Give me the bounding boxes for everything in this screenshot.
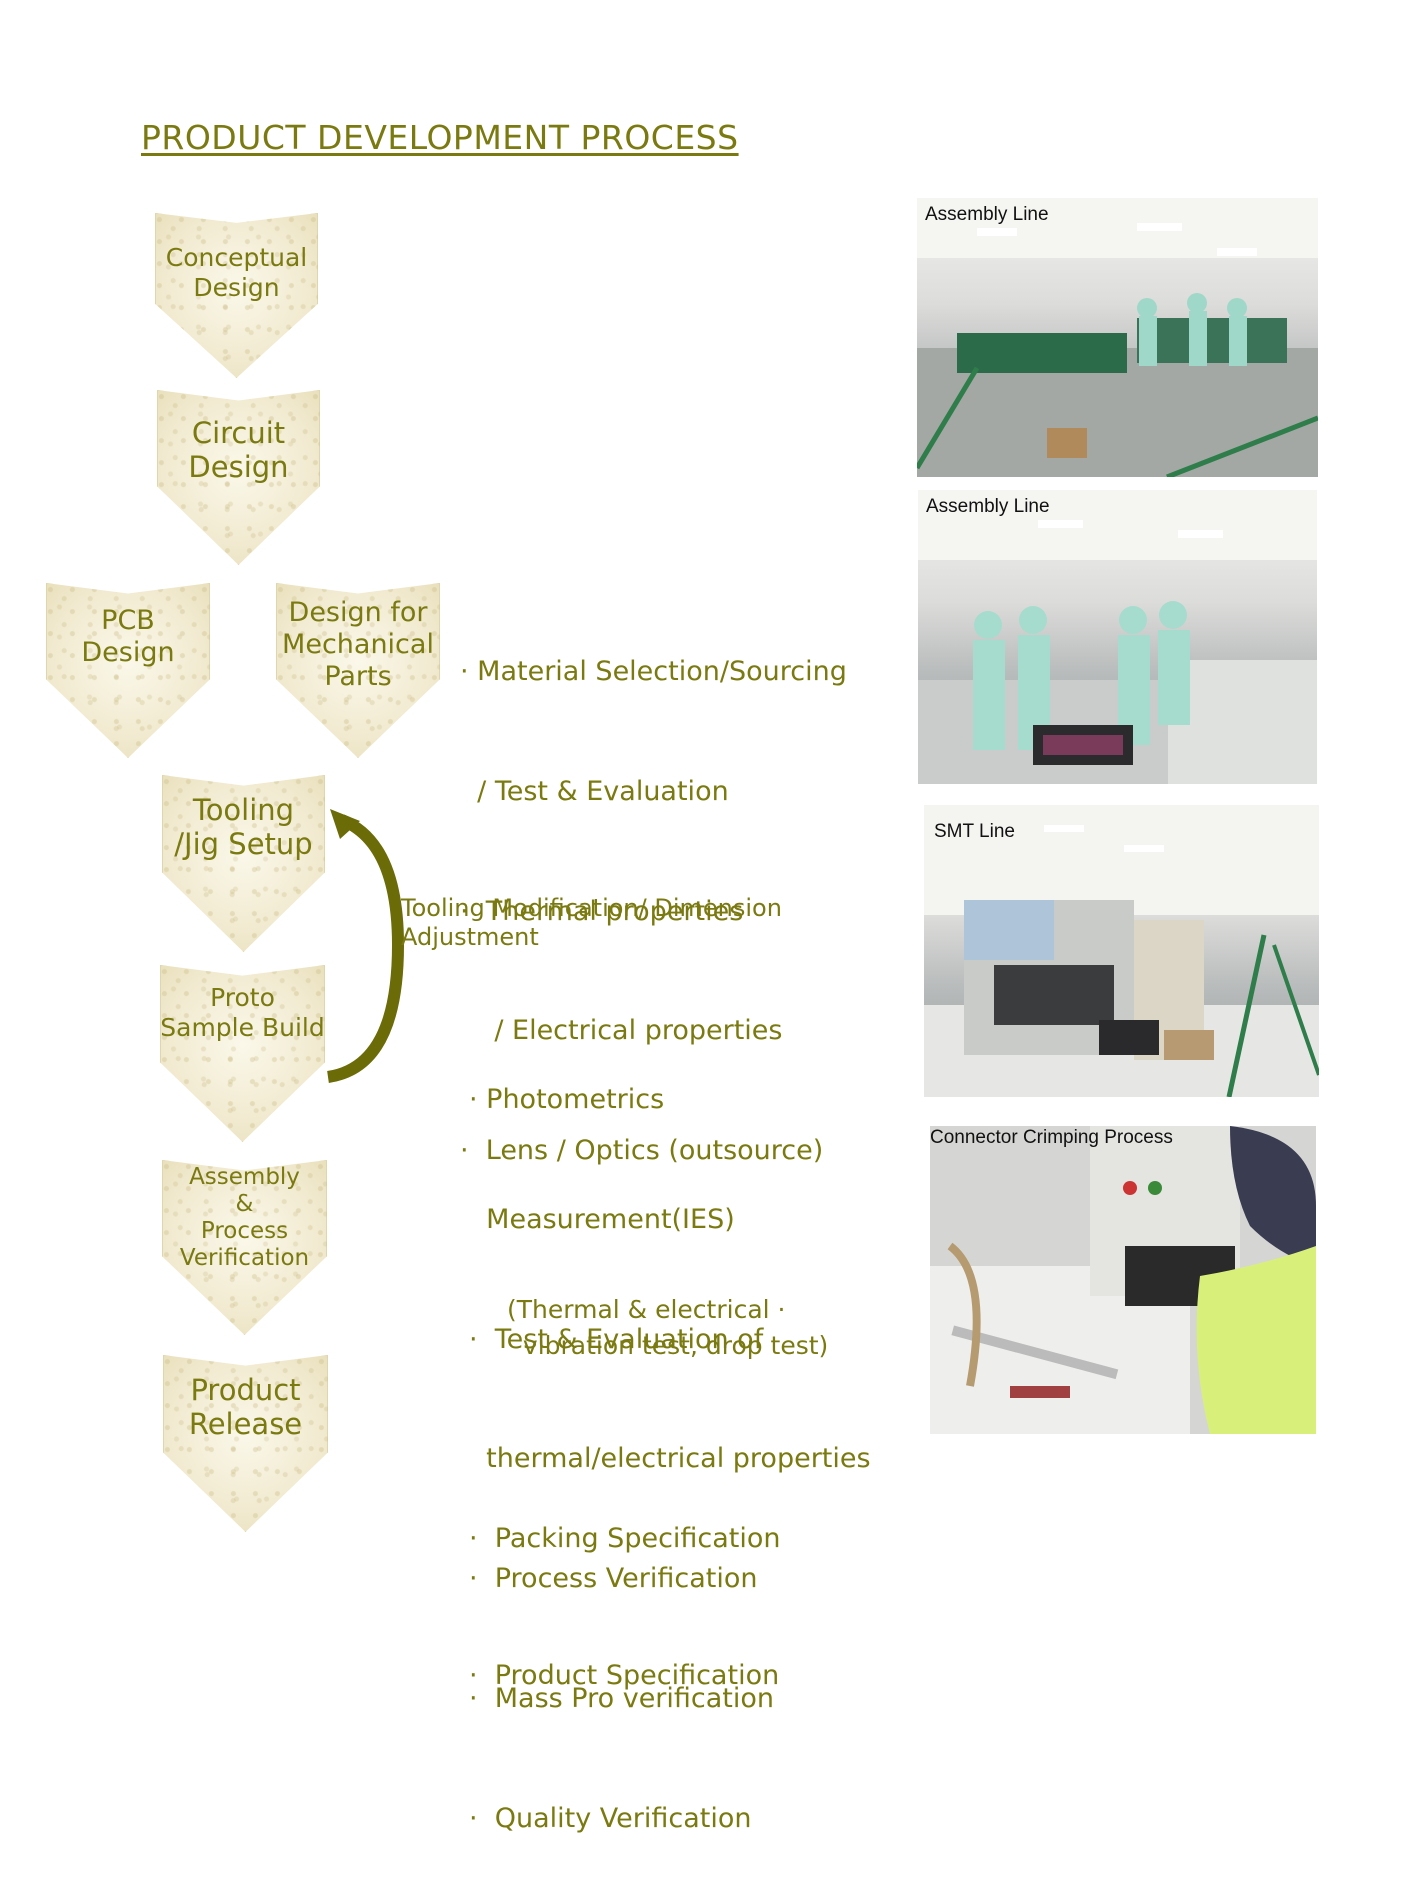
photo-caption: Connector Crimping Process: [930, 1127, 1173, 1148]
step-label: Product Release: [188, 1373, 303, 1442]
note-line: · Thermal properties: [460, 895, 744, 927]
step-label: Conceptual Design: [165, 243, 308, 302]
step-product-release: Product Release: [163, 1355, 328, 1532]
step-label: Design for Mechanical Parts: [282, 597, 434, 692]
smt-line-photo: SMT Line: [924, 805, 1319, 1097]
tooling-feedback-arrow: [326, 809, 405, 1083]
step-label: Circuit Design: [188, 416, 289, 485]
note-line: · Packing Specification: [469, 1522, 781, 1554]
step-conceptual-design: Conceptual Design: [155, 213, 318, 378]
step-assembly-verification: Assembly & Process Verification: [162, 1160, 327, 1335]
note-line: · Quality Verification: [469, 1803, 752, 1835]
step-proto-sample-build: Proto Sample Build: [160, 965, 325, 1142]
step-label: PCB Design: [81, 605, 175, 668]
note-line: · Product Specification: [469, 1660, 780, 1692]
note-line: · Test & Evaluation of: [469, 1323, 764, 1355]
note-line: · Lens / Optics (outsource): [460, 1135, 824, 1167]
step-label: Tooling /Jig Setup: [174, 793, 313, 862]
tooling-loop-note: Tooling Modification/ Dimension Adjustme…: [401, 894, 782, 951]
connector-crimping-photo: Connector Crimping Process: [930, 1126, 1316, 1434]
design-notes: · Material Selection/Sourcing / Test & E…: [460, 572, 847, 1211]
step-label: Assembly & Process Verification: [179, 1164, 310, 1272]
release-notes: · Packing Specification · Product Specif…: [469, 1424, 781, 1745]
photo-caption: SMT Line: [934, 821, 1015, 842]
assembly-line-photo-2: Assembly Line: [918, 490, 1317, 784]
step-label: Proto Sample Build: [160, 983, 325, 1042]
step-circuit-design: Circuit Design: [157, 390, 320, 565]
note-line: / Electrical properties: [460, 1015, 783, 1047]
note-line: Measurement(IES): [469, 1203, 735, 1235]
page-title: PRODUCT DEVELOPMENT PROCESS: [141, 118, 739, 157]
step-pcb-design: PCB Design: [46, 583, 210, 758]
assembly-line-photo: Assembly Line: [917, 198, 1318, 477]
step-tooling-jig-setup: Tooling /Jig Setup: [162, 775, 325, 952]
note-line: / Test & Evaluation: [460, 775, 729, 807]
step-mechanical-design: Design for Mechanical Parts: [276, 583, 440, 758]
quality-verification-detail: (Thermal & electrical · vibration test, …: [507, 1295, 829, 1361]
note-line: · Photometrics: [469, 1083, 665, 1115]
photo-caption: Assembly Line: [925, 204, 1049, 225]
photo-caption: Assembly Line: [926, 496, 1050, 517]
note-line: thermal/electrical properties: [469, 1443, 871, 1475]
note-line: · Mass Pro verification: [469, 1683, 775, 1715]
note-line: · Process Verification: [469, 1563, 758, 1595]
note-line: · Material Selection/Sourcing: [460, 655, 847, 687]
